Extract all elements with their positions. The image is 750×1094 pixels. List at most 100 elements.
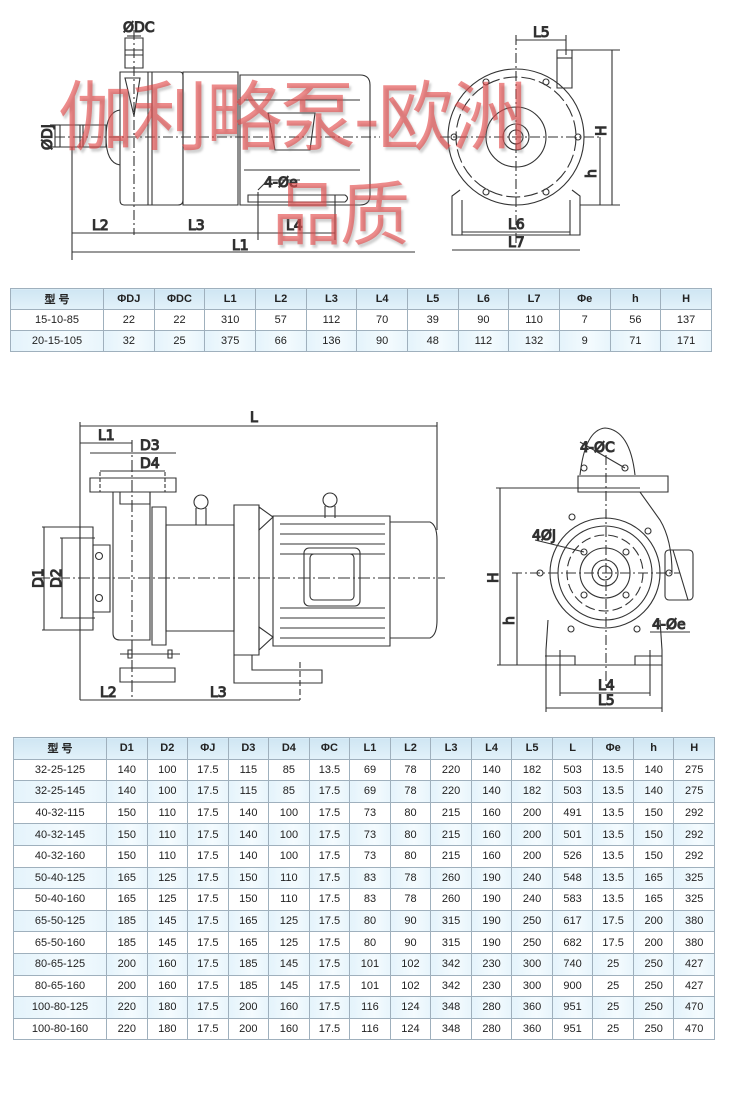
model-cell: 20-15-105 [10,330,104,352]
value-cell: 380 [673,931,715,954]
value-cell: 160 [146,974,189,998]
value-cell: 100 [146,780,189,803]
value-cell: 275 [673,780,715,803]
label-l3: L3 [188,218,205,234]
column-header: L7 [508,288,560,310]
value-cell: 150 [632,844,675,868]
value-cell: 292 [673,844,715,868]
value-cell: 427 [673,974,715,998]
value-cell: 150 [227,866,270,890]
label-l5: L5 [533,25,550,41]
value-cell: 325 [673,866,715,890]
column-header: L6 [457,288,510,310]
value-cell: 215 [430,801,472,825]
column-header-model: 型 号 [10,288,104,310]
value-cell: 360 [511,996,553,1019]
value-cell: 190 [470,909,513,933]
value-cell: 140 [106,780,148,803]
value-cell: 145 [146,909,189,933]
value-cell: 230 [470,952,513,976]
value-cell: 526 [551,844,594,868]
label-l1: L1 [232,238,249,254]
value-cell: 110 [268,888,310,911]
value-cell: 220 [430,780,472,803]
value-cell: 145 [268,952,310,976]
value-cell: 215 [430,823,472,846]
value-cell: 17.5 [187,996,229,1019]
value-cell: 250 [632,1017,675,1041]
model-cell: 80-65-160 [13,974,107,998]
value-cell: 100 [268,823,310,846]
value-cell: 125 [146,888,189,911]
column-header: L3 [305,288,358,310]
value-cell: 17.5 [308,780,351,803]
column-header: Φe [558,288,611,310]
label-4e: 4-Øe [652,617,686,633]
value-cell: 80 [389,844,432,868]
label-l2: L2 [92,218,109,234]
column-header: ΦC [308,737,351,760]
value-cell: 280 [470,1017,513,1041]
value-cell: 13.5 [592,888,634,911]
value-cell: 165 [632,888,675,911]
value-cell: 100 [268,801,310,825]
label-4c: 4-ØC [580,440,615,456]
value-cell: 101 [349,952,391,976]
column-header: ΦDJ [103,288,155,310]
value-cell: 25 [153,330,206,352]
value-cell: 230 [470,974,513,998]
label-h-big: H [486,572,502,583]
column-header: h [609,288,662,310]
value-cell: 220 [106,996,148,1019]
label-h-small: h [502,616,518,625]
value-cell: 17.5 [187,1017,229,1041]
value-cell: 190 [470,931,513,954]
value-cell: 17.5 [187,931,229,954]
value-cell: 17.5 [187,888,229,911]
value-cell: 73 [349,844,391,868]
value-cell: 200 [227,996,270,1019]
column-header: ΦJ [187,737,229,760]
value-cell: 132 [508,330,560,352]
value-cell: 17.5 [187,758,229,782]
value-cell: 112 [457,330,510,352]
value-cell: 548 [551,866,594,890]
value-cell: 13.5 [592,844,634,868]
value-cell: 17.5 [308,866,351,890]
value-cell: 56 [609,309,662,331]
label-l5: L5 [598,693,615,709]
value-cell: 17.5 [187,866,229,890]
value-cell: 80 [389,823,432,846]
value-cell: 71 [609,330,662,352]
column-header: ΦDC [153,288,206,310]
value-cell: 90 [356,330,408,352]
column-header: L2 [389,737,432,760]
value-cell: 90 [457,309,510,331]
value-cell: 140 [227,801,270,825]
value-cell: 80 [389,801,432,825]
value-cell: 17.5 [187,909,229,933]
value-cell: 124 [389,1017,432,1041]
column-header: h [632,737,675,760]
value-cell: 360 [511,1017,553,1041]
column-header: Φe [592,737,634,760]
value-cell: 17.5 [308,823,351,846]
value-cell: 165 [227,909,270,933]
value-cell: 140 [227,844,270,868]
value-cell: 112 [305,309,358,331]
value-cell: 180 [146,1017,189,1041]
value-cell: 7 [558,309,611,331]
label-d3: D3 [140,438,160,454]
value-cell: 73 [349,823,391,846]
value-cell: 342 [430,952,472,976]
model-cell: 15-10-85 [10,309,104,331]
value-cell: 17.5 [308,801,351,825]
